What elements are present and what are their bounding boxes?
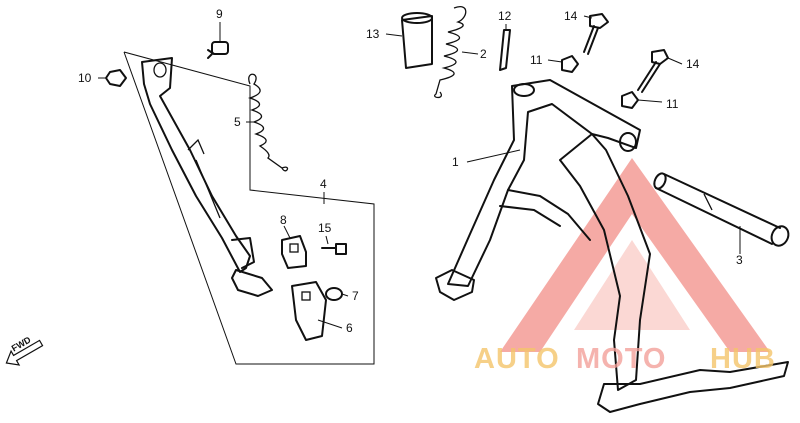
callout-12: 12 [498, 9, 512, 23]
callout-leaders [98, 15, 741, 329]
nut-11a [561, 55, 579, 73]
watermark-text: AUTO MOTO HUB [474, 343, 776, 375]
pivot-shaft-3 [653, 172, 790, 247]
callout-4: 4 [320, 177, 327, 191]
callout-14a: 14 [564, 9, 578, 23]
callout-7: 7 [352, 289, 359, 303]
watermark-hub: HUB [710, 343, 776, 375]
fwd-direction-marker: FWD [5, 334, 44, 366]
switch-6 [291, 281, 327, 341]
side-stand-bracket-outline [123, 51, 375, 365]
spring-5 [247, 73, 289, 172]
callout-5: 5 [234, 115, 241, 129]
callout-2: 2 [480, 47, 487, 61]
bolt-14a [583, 13, 609, 55]
nut-11b [621, 91, 639, 109]
nut-10 [105, 69, 127, 87]
callout-8: 8 [280, 213, 287, 227]
callout-14b: 14 [686, 57, 700, 71]
spring-2 [434, 6, 467, 99]
main-stand [435, 79, 789, 413]
side-stand [141, 57, 273, 297]
watermark-moto: MOTO [576, 343, 666, 375]
callout-1: 1 [452, 155, 459, 169]
bolt-14b [637, 49, 669, 93]
callout-13: 13 [366, 27, 380, 41]
cap-7 [325, 287, 343, 301]
watermark-triangle-inner [574, 240, 690, 330]
bolt-15 [321, 243, 347, 255]
callout-3: 3 [736, 253, 743, 267]
callout-6: 6 [346, 321, 353, 335]
bolt-9 [207, 41, 229, 59]
callout-labels: 1 2 3 4 5 6 7 8 9 10 11 11 12 13 14 14 1… [78, 7, 743, 335]
watermark-auto: AUTO [474, 343, 560, 375]
callout-11a: 11 [530, 53, 543, 67]
watermark-logo [500, 158, 770, 352]
bracket-8 [281, 235, 307, 269]
watermark-triangle [500, 158, 770, 352]
callout-15: 15 [318, 221, 332, 235]
callout-10: 10 [78, 71, 92, 85]
collar-13 [401, 12, 433, 69]
fwd-arrow-icon [5, 339, 44, 366]
pin-12 [499, 29, 511, 71]
callout-9: 9 [216, 7, 223, 21]
callout-11b: 11 [666, 97, 679, 111]
